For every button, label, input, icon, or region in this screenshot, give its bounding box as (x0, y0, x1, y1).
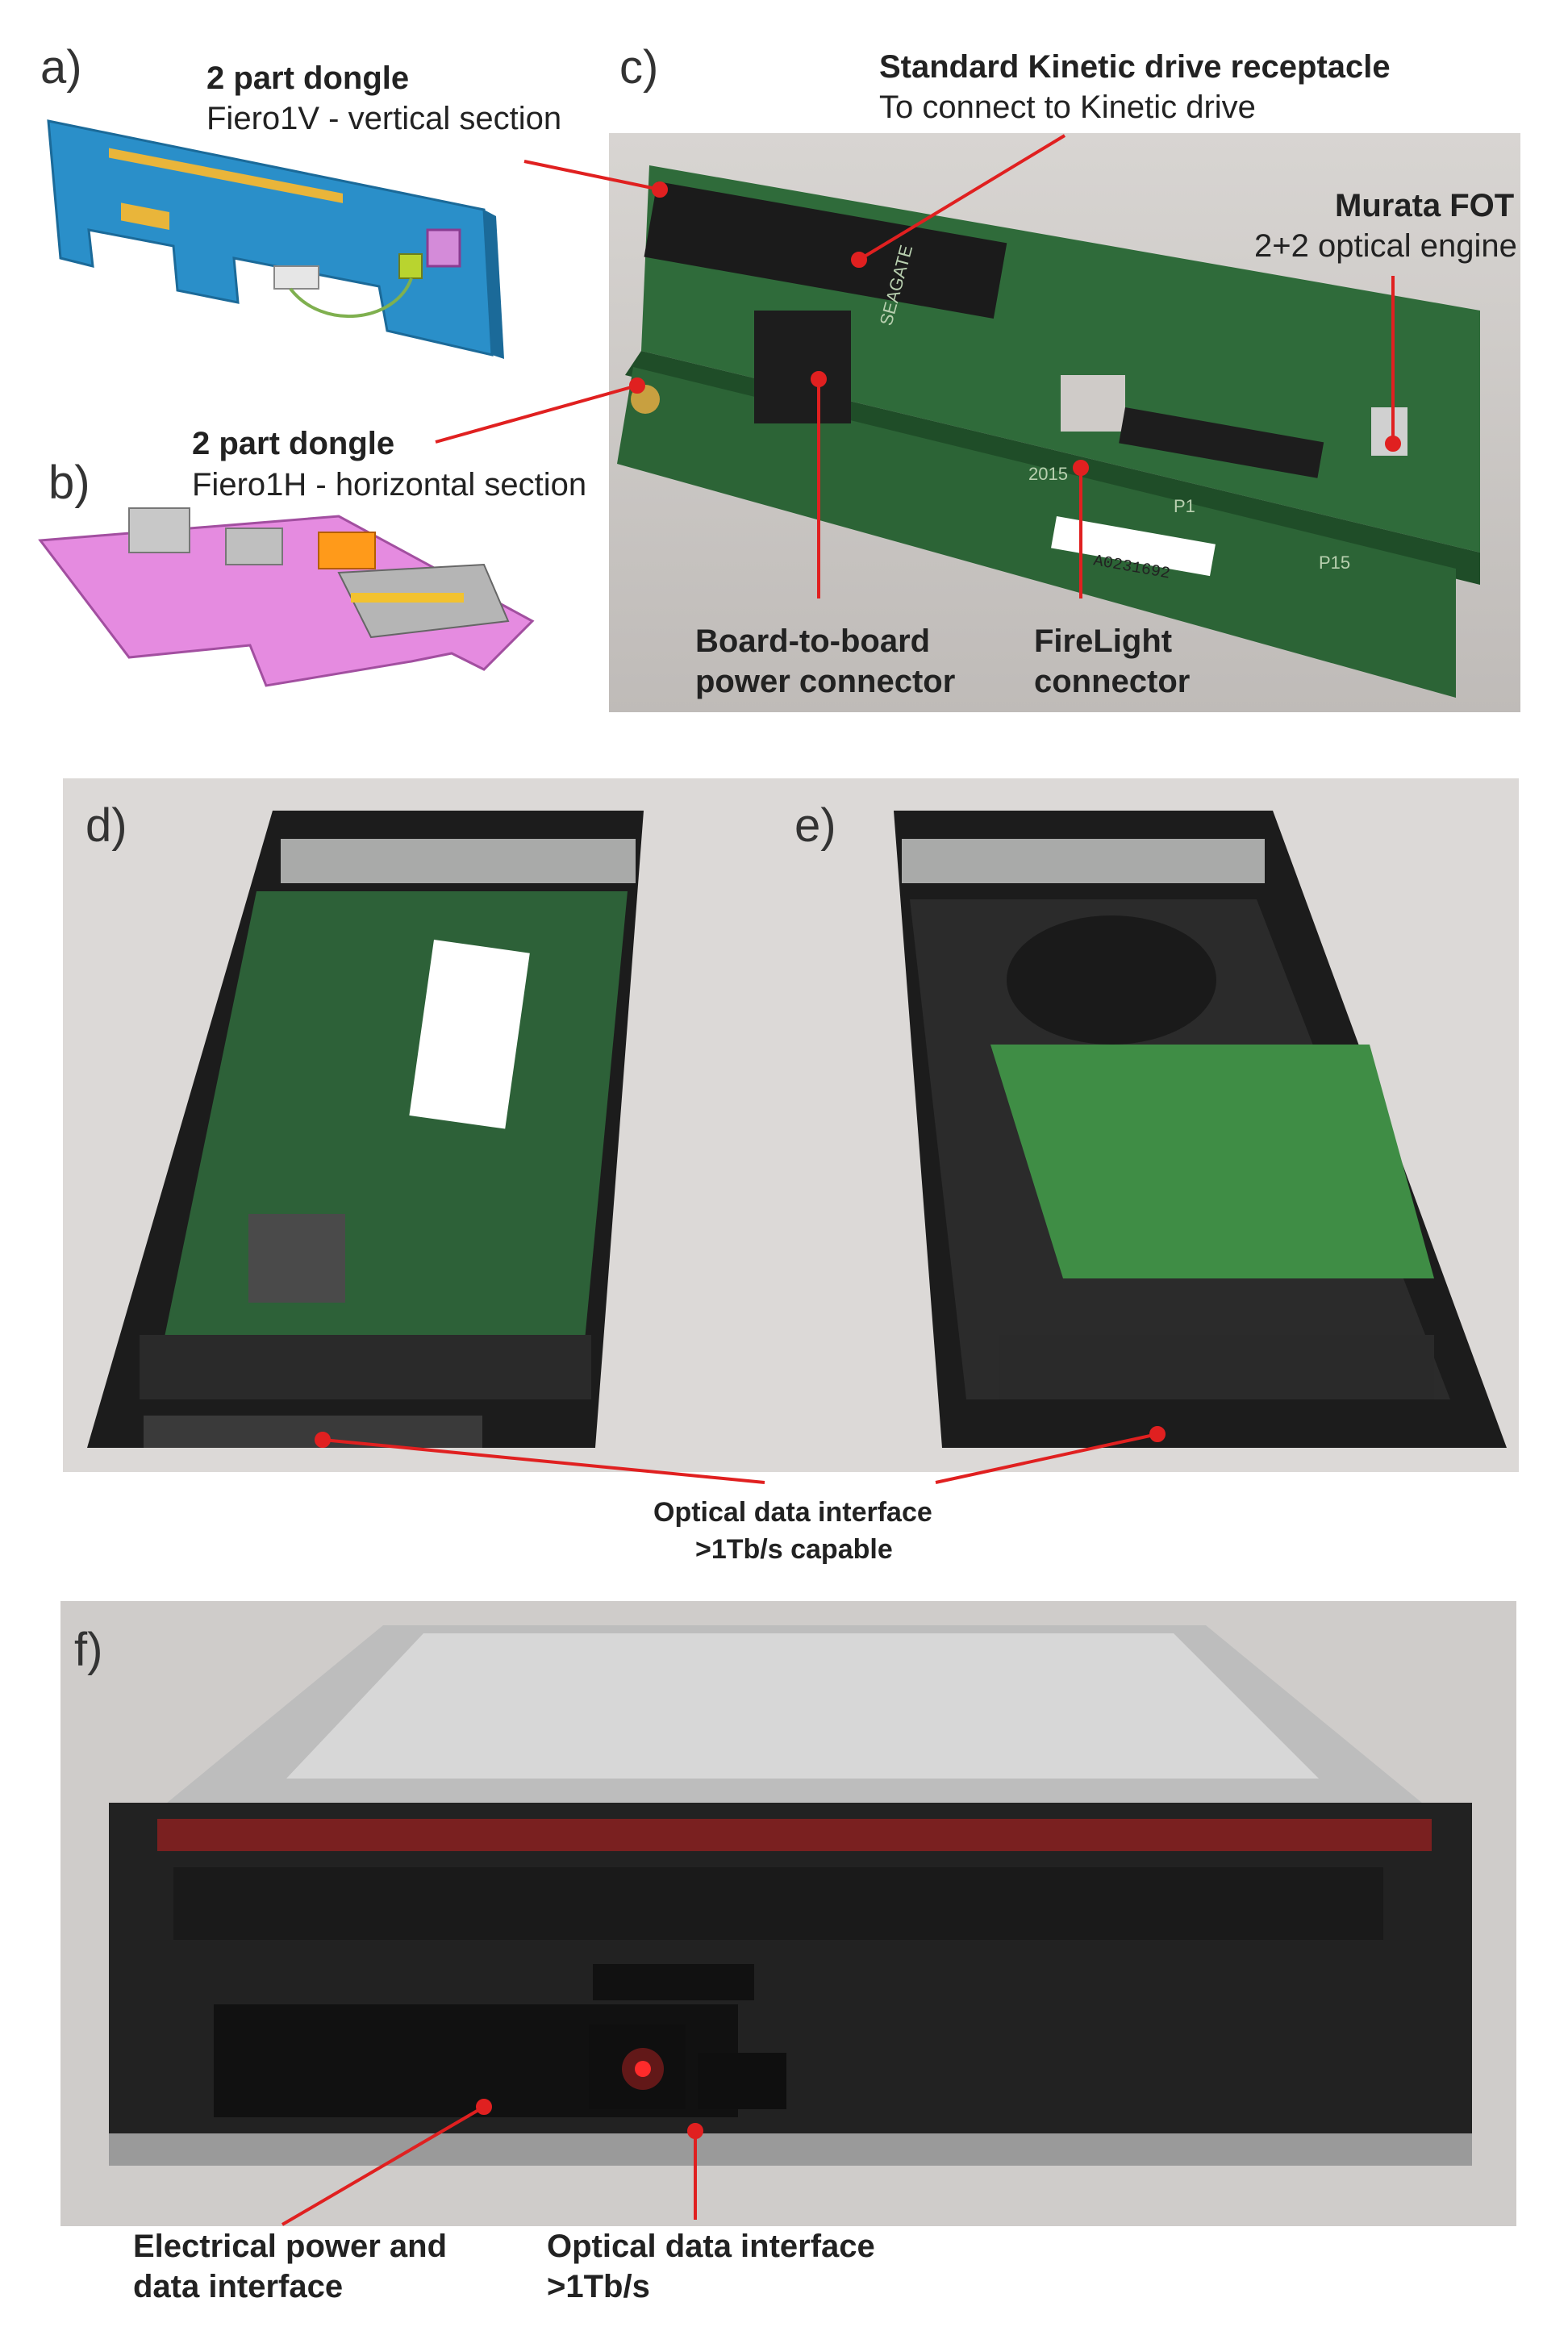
receptacle-subtitle: To connect to Kinetic drive (879, 90, 1256, 125)
panel-b-label: b) (48, 457, 90, 509)
panel-e-label: e) (794, 799, 836, 852)
pcb-illustration: SEAGATE 2015 A0231692 P1 P15 (609, 133, 1520, 712)
panel-f-label: f) (74, 1624, 103, 1676)
murata-subtitle: 2+2 optical engine (1254, 228, 1517, 264)
panel-a-subtitle: Fiero1V - vertical section (206, 101, 562, 136)
panel-c-label: c) (619, 41, 659, 94)
firelight-label-2: connector (1034, 664, 1191, 699)
panel-c-photo: SEAGATE 2015 A0231692 P1 P15 (609, 133, 1520, 712)
b2b-connector-label-1: Board-to-board (695, 623, 931, 659)
board-silk-year: 2015 (1028, 464, 1068, 484)
board-silk-p1: P1 (1174, 496, 1195, 516)
de-caption-line2: >1Tb/s capable (695, 1534, 893, 1565)
callout-fiero1h (435, 384, 638, 444)
de-caption-line1: Optical data interface (653, 1497, 932, 1528)
optical-interface-label-2: >1Tb/s (547, 2269, 650, 2304)
electrical-interface-label-1: Electrical power and (133, 2229, 448, 2264)
b2b-connector-label-2: power connector (695, 664, 956, 699)
optical-interface-label-1: Optical data interface (547, 2229, 875, 2264)
panel-a-label: a) (40, 41, 82, 94)
panel-de-photo (63, 778, 1519, 1472)
panel-f-photo (60, 1601, 1516, 2226)
board-silk-p15: P15 (1319, 553, 1350, 573)
panel-b-title: 2 part dongle (192, 426, 395, 461)
panel-b-subtitle: Fiero1H - horizontal section (192, 467, 587, 503)
fiero1h-dongle-render (38, 507, 535, 687)
murata-title: Murata FOT (1335, 188, 1515, 223)
drive-rear-illustration (60, 1601, 1516, 2226)
firelight-label-1: FireLight (1034, 623, 1173, 659)
panel-a-title: 2 part dongle (206, 60, 410, 96)
fiero1v-dongle-render (47, 119, 504, 359)
electrical-interface-label-2: data interface (133, 2269, 344, 2304)
drive-carriers-illustration (63, 778, 1519, 1472)
receptacle-title: Standard Kinetic drive receptacle (879, 49, 1391, 85)
panel-d-label: d) (85, 799, 127, 852)
